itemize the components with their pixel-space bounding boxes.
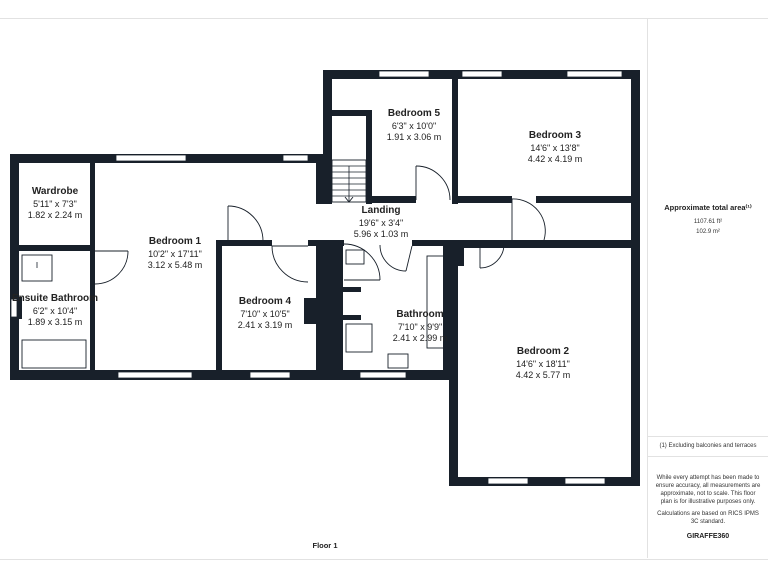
- fixtures: [21, 249, 450, 369]
- area-sqft: 1107.61 ft²: [693, 219, 723, 225]
- staircase: [331, 159, 367, 203]
- room-landing: Landing 19'6" x 3'4" 5.96 x 1.03 m: [354, 205, 409, 240]
- room-imperial: 14'6" x 13'8": [530, 142, 580, 153]
- room-bedroom-1: Bedroom 1 10'2" x 17'11" 3.12 x 5.48 m: [148, 236, 203, 271]
- room-bedroom-2: Bedroom 2 14'6" x 18'11" 4.42 x 5.77 m: [516, 346, 571, 381]
- disclaimer: While every attempt has been made to ens…: [655, 475, 761, 506]
- calculation-note: Calculations are based on RICS IPMS 3C s…: [657, 511, 759, 526]
- info-panel: [647, 18, 768, 558]
- room-name: Bedroom 1: [148, 236, 202, 247]
- room-metric: 2.41 x 2.99 m: [392, 332, 448, 343]
- room-bedroom-5: Bedroom 5 6'3" x 10'0" 1.91 x 3.06 m: [387, 108, 442, 143]
- brand-logo: GIRAFFE360: [686, 533, 730, 540]
- room-name: Bathroom: [396, 309, 444, 320]
- doors: [94, 165, 546, 285]
- room-imperial: 14'6" x 18'11": [516, 358, 570, 369]
- room-metric: 4.42 x 4.19 m: [527, 153, 583, 164]
- area-sqm: 102.9 m²: [696, 229, 720, 235]
- room-wardrobe: Wardrobe 5'11" x 7'3" 1.82 x 2.24 m: [28, 186, 83, 221]
- room-name: Bedroom 4: [238, 296, 292, 307]
- room-metric: 3.12 x 5.48 m: [147, 259, 203, 270]
- floor-label: Floor 1: [312, 541, 338, 550]
- room-metric: 4.42 x 5.77 m: [515, 369, 571, 380]
- area-footnote: (1) Excluding balconies and terraces: [659, 443, 757, 449]
- room-ensuite-bathroom: Ensuite Bathroom 6'2" x 10'4" 1.89 x 3.1…: [12, 293, 98, 328]
- room-name: Ensuite Bathroom: [11, 293, 99, 304]
- room-metric: 1.89 x 3.15 m: [27, 316, 83, 327]
- room-metric: 2.41 x 3.19 m: [237, 319, 293, 330]
- room-name: Bedroom 5: [387, 108, 441, 119]
- windows: [10, 70, 623, 485]
- room-metric: 1.82 x 2.24 m: [27, 209, 83, 220]
- room-imperial: 6'3" x 10'0": [391, 120, 437, 131]
- panel-divider: [648, 436, 768, 437]
- room-imperial: 7'10" x 10'5": [240, 308, 290, 319]
- room-name: Landing: [361, 205, 401, 216]
- room-bedroom-3: Bedroom 3 14'6" x 13'8" 4.42 x 4.19 m: [528, 130, 583, 165]
- area-title: Approximate total area⁽¹⁾: [664, 203, 752, 212]
- room-imperial: 5'11" x 7'3": [33, 198, 77, 209]
- room-name: Bedroom 3: [528, 130, 582, 141]
- panel-divider: [648, 456, 768, 457]
- room-metric: 1.91 x 3.06 m: [386, 131, 442, 142]
- interior-walls: [14, 79, 631, 370]
- room-imperial: 19'6" x 3'4": [358, 217, 404, 228]
- room-bedroom-4: Bedroom 4 7'10" x 10'5" 2.41 x 3.19 m: [238, 296, 293, 331]
- room-imperial: 6'2" x 10'4": [32, 305, 78, 316]
- room-imperial: 10'2" x 17'11": [148, 248, 202, 259]
- room-name: Wardrobe: [31, 186, 79, 197]
- room-name: Bedroom 2: [516, 346, 570, 357]
- room-imperial: 7'10" x 9'9": [397, 321, 443, 332]
- room-bathroom: Bathroom 7'10" x 9'9" 2.41 x 2.99 m: [393, 309, 448, 344]
- page-frame: [0, 18, 768, 560]
- room-metric: 5.96 x 1.03 m: [353, 228, 409, 239]
